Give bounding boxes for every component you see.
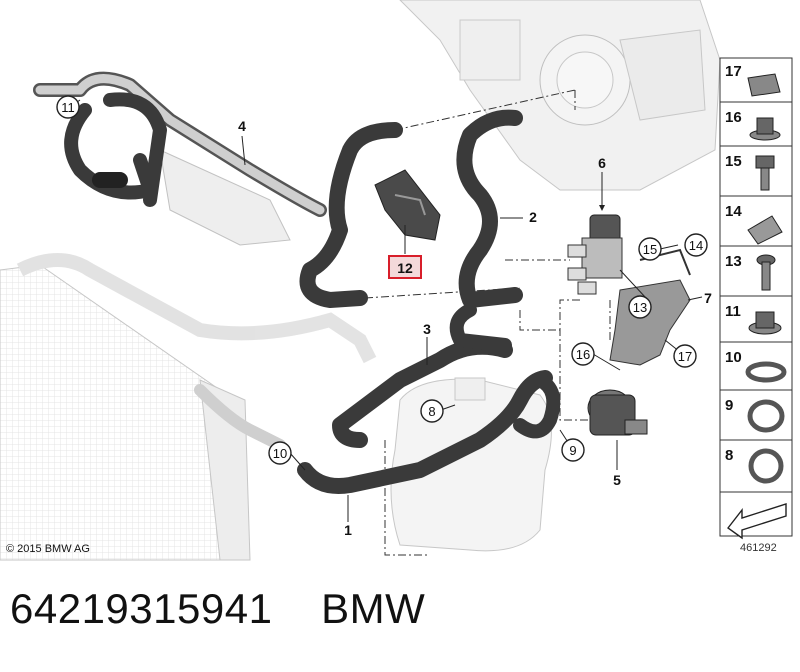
callout-12-highlighted: 12 [388,255,422,279]
callout-14: 14 [684,233,708,257]
hex-nut-icon [748,311,782,335]
svg-text:16: 16 [576,347,590,362]
svg-text:10: 10 [273,446,287,461]
svg-text:13: 13 [633,300,647,315]
caption-spacer [272,585,321,632]
hex-bolt-icon [755,155,775,191]
clamp-clip-icon [748,448,784,484]
callout-16: 16 [571,342,595,366]
callout-10: 10 [268,441,292,465]
callout-9: 9 [561,438,585,462]
svg-text:9: 9 [569,443,576,458]
legend-label-15: 15 [725,153,742,170]
callout-17: 17 [673,344,697,368]
callout-5: 5 [613,472,621,488]
svg-text:11: 11 [61,100,75,115]
parts-legend: 17 16 15 14 13 11 [719,57,793,540]
svg-text:8: 8 [428,404,435,419]
svg-text:14: 14 [689,238,703,253]
legend-label-14: 14 [725,203,742,220]
legend-label-16: 16 [725,109,742,126]
radiator-illustration [0,253,377,561]
callout-8: 8 [420,399,444,423]
legend-label-8: 8 [725,447,733,464]
callout-3: 3 [423,321,431,337]
clip-nut-icon [747,73,781,97]
pump-component [587,389,648,436]
legend-label-9: 9 [725,397,733,414]
auxiliary-unit-illustration [159,149,291,246]
callout-leaders [69,99,703,522]
brand-name: BMW [321,585,426,632]
part-12-bracket [374,169,441,241]
callout-1: 1 [344,522,352,538]
callout-11: 11 [56,95,80,119]
legend-label-13: 13 [725,253,742,270]
callout-2: 2 [529,209,537,225]
direction-arrow-icon [726,503,787,540]
screw-icon [756,254,776,291]
collar-nut-icon [749,117,781,141]
svg-text:17: 17 [678,349,692,364]
part-number: 64219315941 [10,585,273,632]
svg-text:15: 15 [643,242,657,257]
hoses [33,71,561,494]
callout-13: 13 [628,295,652,319]
speed-nut-icon [747,215,783,245]
callout-7: 7 [704,290,712,306]
engine-block-illustration [399,0,721,191]
copyright-text: © 2015 BMW AG [6,543,90,555]
legend-label-17: 17 [725,63,742,80]
spring-clamp-icon [747,399,785,433]
legend-label-11: 11 [725,303,741,320]
legend-label-10: 10 [725,349,742,366]
svg-text:12: 12 [397,260,413,276]
callout-4: 4 [238,118,246,134]
caption-line: 64219315941 BMW [10,585,425,633]
callout-6: 6 [598,155,606,171]
valve-component [567,214,623,295]
hose-clamp-icon [745,361,787,383]
image-number: 461292 [740,542,777,554]
callout-15: 15 [638,237,662,261]
